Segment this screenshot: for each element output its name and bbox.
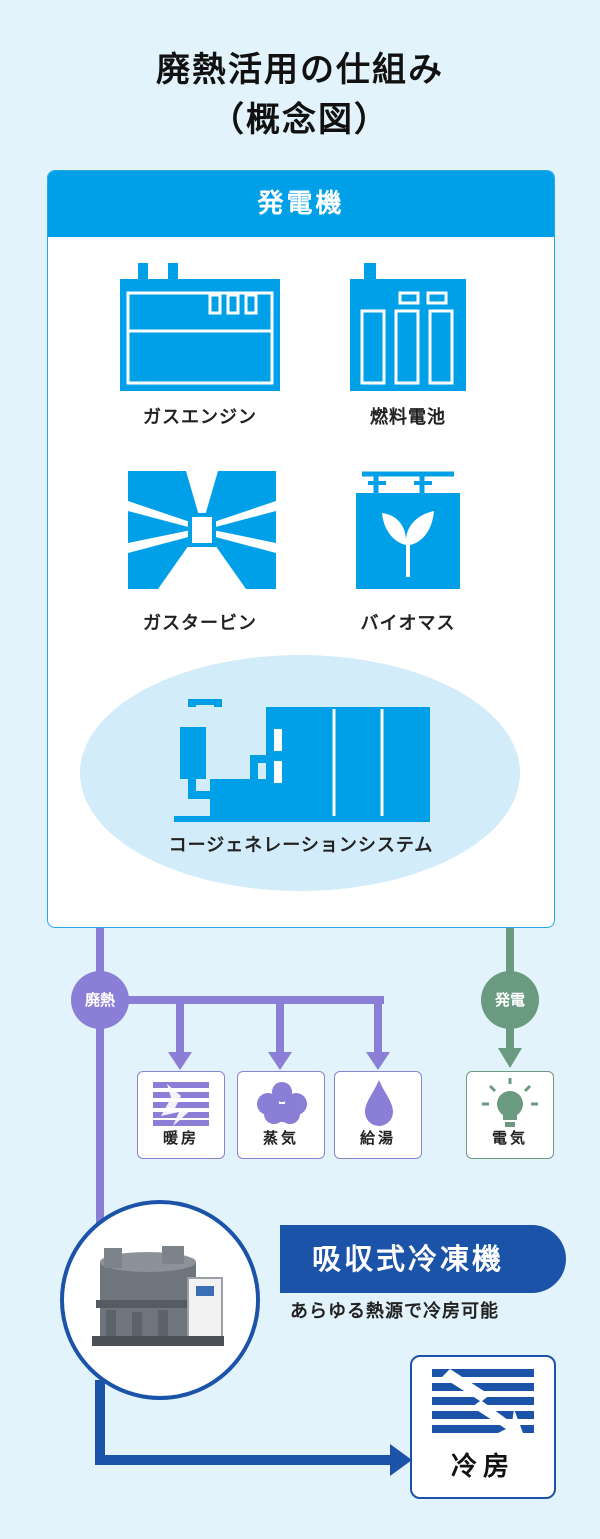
- output-electricity: 電気: [466, 1071, 554, 1159]
- output-heating-label: 暖房: [162, 1129, 199, 1147]
- gas-engine-icon: [120, 263, 280, 391]
- generator-heading: 発電機: [48, 171, 554, 237]
- output-steam: 蒸気: [237, 1071, 325, 1159]
- gas-turbine-icon: [128, 471, 276, 589]
- output-hot-water: 給湯: [334, 1071, 422, 1159]
- heating-icon: [153, 1082, 209, 1126]
- chiller-tagline: あらゆる熱源で冷房可能: [290, 1301, 499, 1322]
- cogeneration-icon: [174, 699, 430, 822]
- biomass-icon: [356, 471, 460, 589]
- power-badge: 発電: [481, 971, 539, 1029]
- steam-icon: [257, 1082, 307, 1124]
- cogeneration-label: コージェネレーションシステム: [168, 835, 434, 856]
- biomass-label: バイオマス: [360, 613, 456, 634]
- page-title: 廃熱活用の仕組み: [156, 50, 444, 90]
- output-electricity-label: 電気: [491, 1129, 528, 1147]
- output-hot-water-label: 給湯: [359, 1129, 396, 1147]
- cooling-icon: [432, 1369, 534, 1441]
- cooling-label: 冷房: [450, 1452, 515, 1482]
- cooling-box: 冷房: [410, 1355, 556, 1499]
- hot-water-icon: [365, 1080, 393, 1126]
- chiller-title: 吸収式冷凍機: [280, 1225, 566, 1293]
- output-heating: 暖房: [137, 1071, 225, 1159]
- chiller-photo: [60, 1200, 260, 1400]
- fuel-cell-icon: [350, 263, 466, 391]
- output-steam-label: 蒸気: [262, 1129, 299, 1147]
- waste-heat-badge: 廃熱: [71, 971, 129, 1029]
- chiller-name: 吸収式冷凍機: [312, 1242, 505, 1276]
- gas-engine-label: ガスエンジン: [143, 407, 257, 428]
- fuel-cell-label: 燃料電池: [370, 407, 446, 428]
- generator-panel: 発電機 ガスエンジン 燃料電池 ガスタービン: [47, 170, 555, 928]
- page-subtitle: （概念図）: [210, 100, 390, 140]
- chiller-machine-illustration: [92, 1246, 224, 1346]
- gas-turbine-label: ガスタービン: [143, 613, 257, 634]
- light-bulb-icon: [482, 1078, 538, 1127]
